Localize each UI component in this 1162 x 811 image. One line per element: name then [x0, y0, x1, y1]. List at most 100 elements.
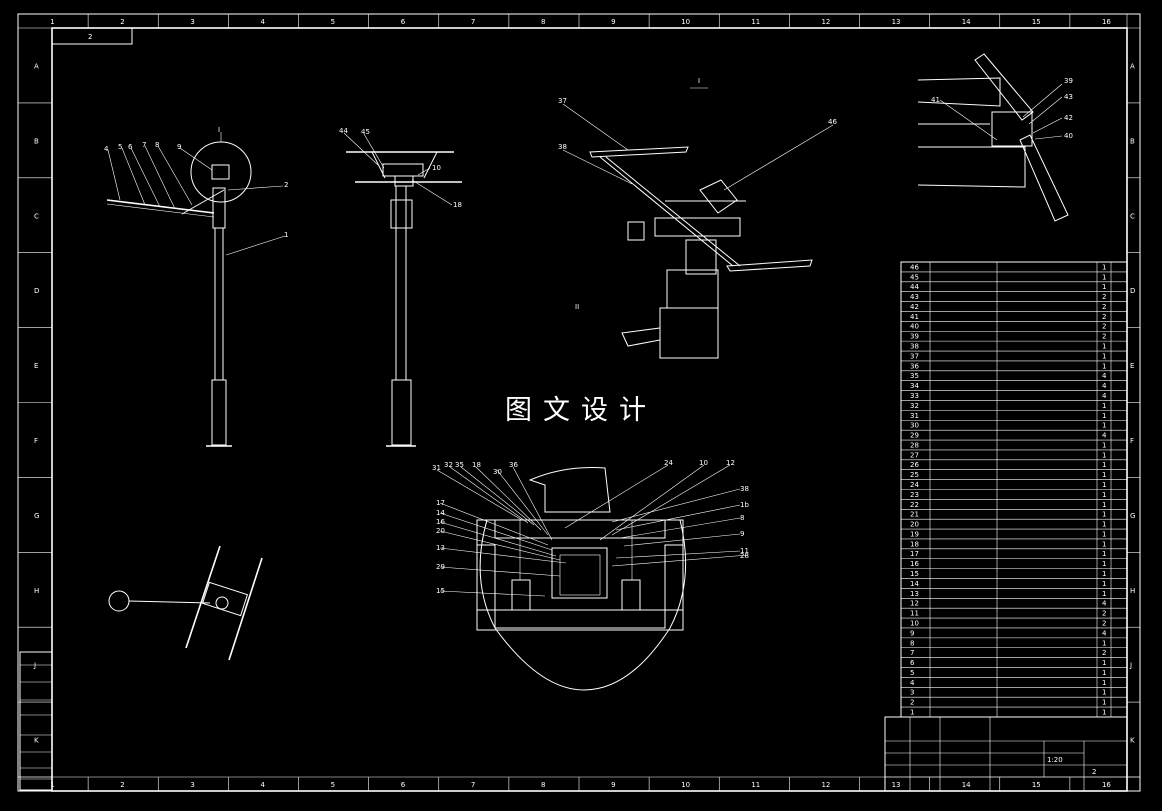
frame-number-bottom: 5: [331, 781, 335, 789]
side-label-8: 8: [155, 141, 159, 149]
detail-label-39: 39: [1064, 77, 1073, 85]
parts-row-number: 42: [910, 303, 919, 311]
solar-panel-side: [106, 199, 215, 214]
frame-letter-right: B: [1130, 137, 1135, 145]
parts-row-number: 38: [910, 343, 919, 351]
frame-number-top: 2: [120, 18, 124, 26]
section-label-11: 11: [740, 547, 749, 555]
section-label-20: 20: [436, 527, 445, 535]
iso-label-46: 46: [828, 118, 837, 126]
side-label-2: 2: [284, 181, 288, 189]
section-label-35: 35: [455, 461, 464, 469]
parts-row-number: 43: [910, 293, 919, 301]
section-gear-box: [551, 547, 608, 599]
frame-letter-right: E: [1130, 362, 1134, 370]
parts-row-quantity: 1: [1102, 362, 1106, 370]
parts-row-number: 40: [910, 323, 919, 331]
parts-row-number: 27: [910, 451, 919, 459]
lamp-head-circle: [108, 590, 130, 612]
section-label-29: 29: [436, 563, 445, 571]
parts-row-number: 44: [910, 283, 919, 291]
corner-tag-box: [51, 27, 133, 45]
parts-row-quantity: 2: [1102, 303, 1106, 311]
side-label-7: 7: [142, 141, 146, 149]
top-view-detail: [108, 545, 263, 661]
frame-letter-right: G: [1130, 512, 1135, 520]
parts-row-number: 31: [910, 412, 919, 420]
parts-row-number: 16: [910, 560, 919, 568]
parts-row-quantity: 1: [1102, 679, 1106, 687]
parts-row-quantity: 1: [1102, 550, 1106, 558]
front-label-10: 10: [432, 164, 441, 172]
section-label-13: 13: [436, 544, 445, 552]
parts-row-number: 9: [910, 629, 914, 637]
section-label-8: 8: [740, 514, 744, 522]
frame-letter-right: J: [1129, 662, 1132, 670]
parts-row-quantity: 1: [1102, 709, 1106, 717]
frame-letter-left: H: [34, 587, 39, 595]
parts-row-number: 7: [910, 649, 914, 657]
iso-controller-box: [699, 179, 738, 214]
parts-row-quantity: 4: [1102, 600, 1107, 608]
section-label-10: 10: [699, 459, 708, 467]
iso-panel-upper: [589, 146, 689, 158]
frame-number-top: 9: [611, 18, 615, 26]
section-label-1b: 1b: [740, 501, 749, 509]
front-view-pole: 44 45 10 18: [339, 127, 462, 447]
frame-letter-right: A: [1130, 62, 1135, 70]
parts-row-quantity: 2: [1102, 649, 1106, 657]
panel-bracket: [181, 189, 225, 215]
frame-number-top: 11: [751, 18, 760, 26]
frame-number-bottom: 8: [541, 781, 545, 789]
frame-number-top: 8: [541, 18, 545, 26]
frame-number-bottom: 4: [260, 781, 265, 789]
iso-label-II: II: [575, 303, 579, 311]
frame-number-bottom: 9: [611, 781, 615, 789]
detail-label-43: 43: [1064, 93, 1073, 101]
frame-letter-left: F: [34, 437, 38, 445]
side-label-9: 9: [177, 143, 181, 151]
parts-row-number: 34: [910, 382, 919, 390]
parts-row-quantity: 4: [1102, 629, 1107, 637]
section-view: 31 32 35 18 30 36 24 10 12 17 14 16 20 1…: [432, 459, 749, 691]
parts-row-number: 17: [910, 550, 919, 558]
blade-lower: [1019, 134, 1069, 222]
parts-row-quantity: 1: [1102, 481, 1106, 489]
parts-row-number: 41: [910, 313, 919, 321]
parts-row-quantity: 4: [1102, 372, 1107, 380]
parts-row-quantity: 1: [1102, 263, 1106, 271]
front-pole-head: [390, 199, 413, 229]
section-label-31: 31: [432, 464, 441, 472]
parts-row-quantity: 1: [1102, 669, 1106, 677]
parts-row-number: 10: [910, 619, 919, 627]
parts-row-quantity: 4: [1102, 382, 1107, 390]
parts-row-number: 24: [910, 481, 919, 489]
parts-row-quantity: 1: [1102, 639, 1106, 647]
frame-number-top: 7: [471, 18, 475, 26]
parts-row-number: 5: [910, 669, 914, 677]
parts-row-number: 13: [910, 590, 919, 598]
parts-row-number: 6: [910, 659, 915, 667]
frame-number-bottom: 3: [190, 781, 194, 789]
frame-number-bottom: 14: [962, 781, 971, 789]
isometric-view: I 37 38 46 II: [558, 77, 837, 359]
hinge-assembly: [991, 111, 1033, 147]
parts-row-quantity: 1: [1102, 402, 1106, 410]
parts-row-number: 28: [910, 441, 919, 449]
parts-row-quantity: 1: [1102, 659, 1106, 667]
corner-tag-text: 2: [88, 33, 92, 41]
parts-row-number: 15: [910, 570, 919, 578]
parts-row-quantity: 2: [1102, 619, 1106, 627]
parts-row-quantity: 1: [1102, 530, 1106, 538]
parts-row-quantity: 1: [1102, 412, 1106, 420]
section-label-32: 32: [444, 461, 453, 469]
parts-row-number: 23: [910, 491, 919, 499]
frame-number-top: 15: [1032, 18, 1041, 26]
parts-row-quantity: 1: [1102, 560, 1106, 568]
section-label-30: 30: [493, 468, 502, 476]
frame-number-top: 5: [331, 18, 335, 26]
section-outer-arc: [479, 519, 687, 691]
